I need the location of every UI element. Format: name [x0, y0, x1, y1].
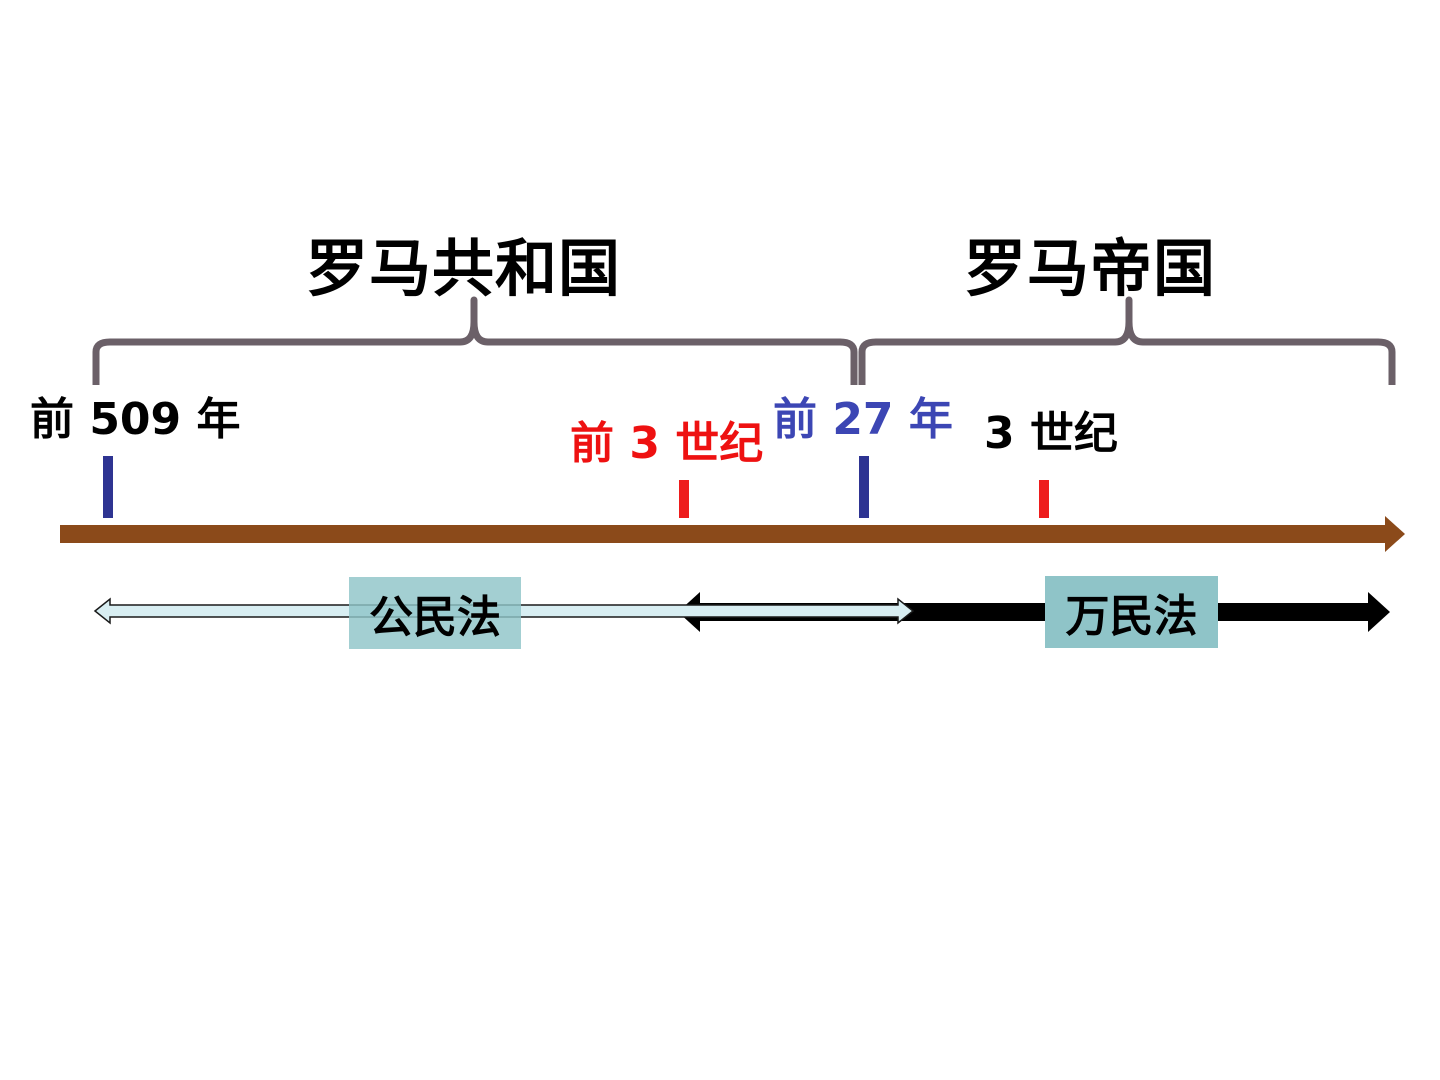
gentium-law-arrow [678, 592, 1390, 632]
marker-3c-bc [679, 480, 689, 518]
empire-title: 罗马帝国 [964, 232, 1217, 305]
marker-27bc [859, 456, 869, 518]
republic-title: 罗马共和国 [306, 232, 622, 305]
civil-law-label: 公民法 [349, 577, 521, 649]
date-label-27bc: 前 27 年 [773, 394, 953, 445]
date-label-3c-bc: 前 3 世纪 [570, 418, 764, 469]
date-label-509bc: 前 509 年 [30, 394, 241, 445]
gentium-law-label: 万民法 [1045, 576, 1218, 648]
empire-bracket [858, 296, 1396, 385]
timeline-arrowhead [1385, 516, 1405, 552]
marker-509bc [103, 456, 113, 518]
timeline-axis [60, 525, 1390, 543]
marker-3c [1039, 480, 1049, 518]
republic-bracket [92, 296, 858, 385]
date-label-3c: 3 世纪 [984, 408, 1118, 459]
